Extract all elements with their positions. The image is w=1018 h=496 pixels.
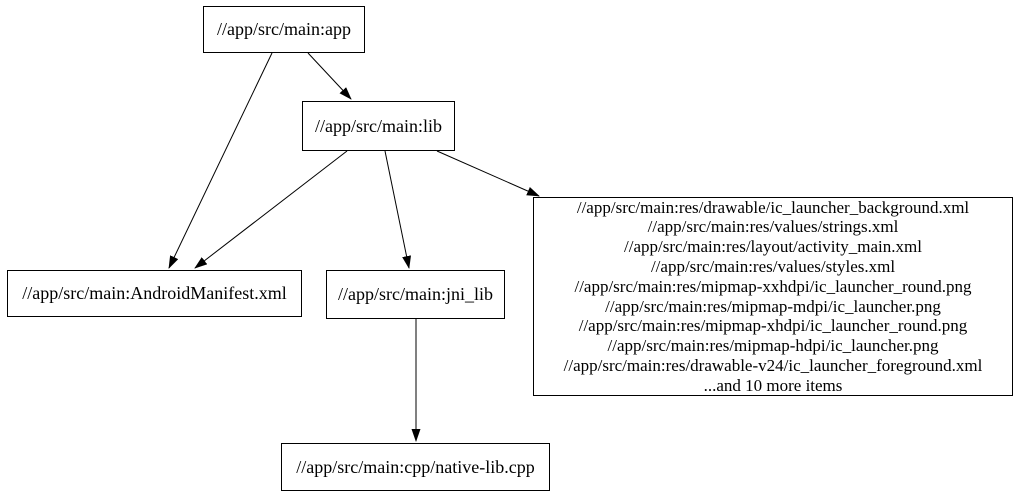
graph-node-jni-lib-label: //app/src/main:jni_lib bbox=[338, 284, 493, 305]
res-group-line: //app/src/main:res/mipmap-xhdpi/ic_launc… bbox=[578, 316, 968, 336]
res-group-line: //app/src/main:res/layout/activity_main.… bbox=[624, 237, 922, 257]
edge-lib-to-jni-lib bbox=[384, 150, 411, 269]
edge-lib-to-res-group bbox=[436, 150, 540, 197]
res-group-line: //app/src/main:res/drawable-v24/ic_launc… bbox=[563, 355, 983, 375]
graph-node-android-manifest-label: //app/src/main:AndroidManifest.xml bbox=[22, 283, 287, 304]
graph-node-native-lib: //app/src/main:cpp/native-lib.cpp bbox=[281, 443, 550, 491]
res-group-line: //app/src/main:res/drawable/ic_launcher_… bbox=[576, 197, 970, 217]
res-group-more-items: ...and 10 more items bbox=[703, 375, 843, 395]
res-group-line: //app/src/main:res/mipmap-mdpi/ic_launch… bbox=[605, 296, 941, 316]
graph-node-app-label: //app/src/main:app bbox=[217, 19, 351, 40]
res-group-line: //app/src/main:res/mipmap-hdpi/ic_launch… bbox=[607, 336, 939, 356]
graph-node-android-manifest: //app/src/main:AndroidManifest.xml bbox=[7, 270, 302, 317]
graph-node-jni-lib: //app/src/main:jni_lib bbox=[326, 270, 505, 319]
graph-node-res-group: //app/src/main:res/drawable/ic_launcher_… bbox=[533, 197, 1013, 396]
res-group-line: //app/src/main:res/mipmap-xxhdpi/ic_laun… bbox=[574, 276, 972, 296]
edge-app-to-lib bbox=[307, 52, 352, 100]
graph-node-native-lib-label: //app/src/main:cpp/native-lib.cpp bbox=[296, 456, 535, 477]
edge-app-to-manifest bbox=[168, 52, 273, 269]
res-group-line: //app/src/main:res/values/styles.xml bbox=[650, 256, 896, 276]
graph-node-app: //app/src/main:app bbox=[203, 6, 365, 53]
edge-lib-to-manifest bbox=[194, 150, 348, 269]
graph-node-lib-label: //app/src/main:lib bbox=[315, 115, 442, 136]
res-group-line: //app/src/main:res/values/strings.xml bbox=[647, 217, 899, 237]
graph-node-lib: //app/src/main:lib bbox=[302, 101, 455, 151]
